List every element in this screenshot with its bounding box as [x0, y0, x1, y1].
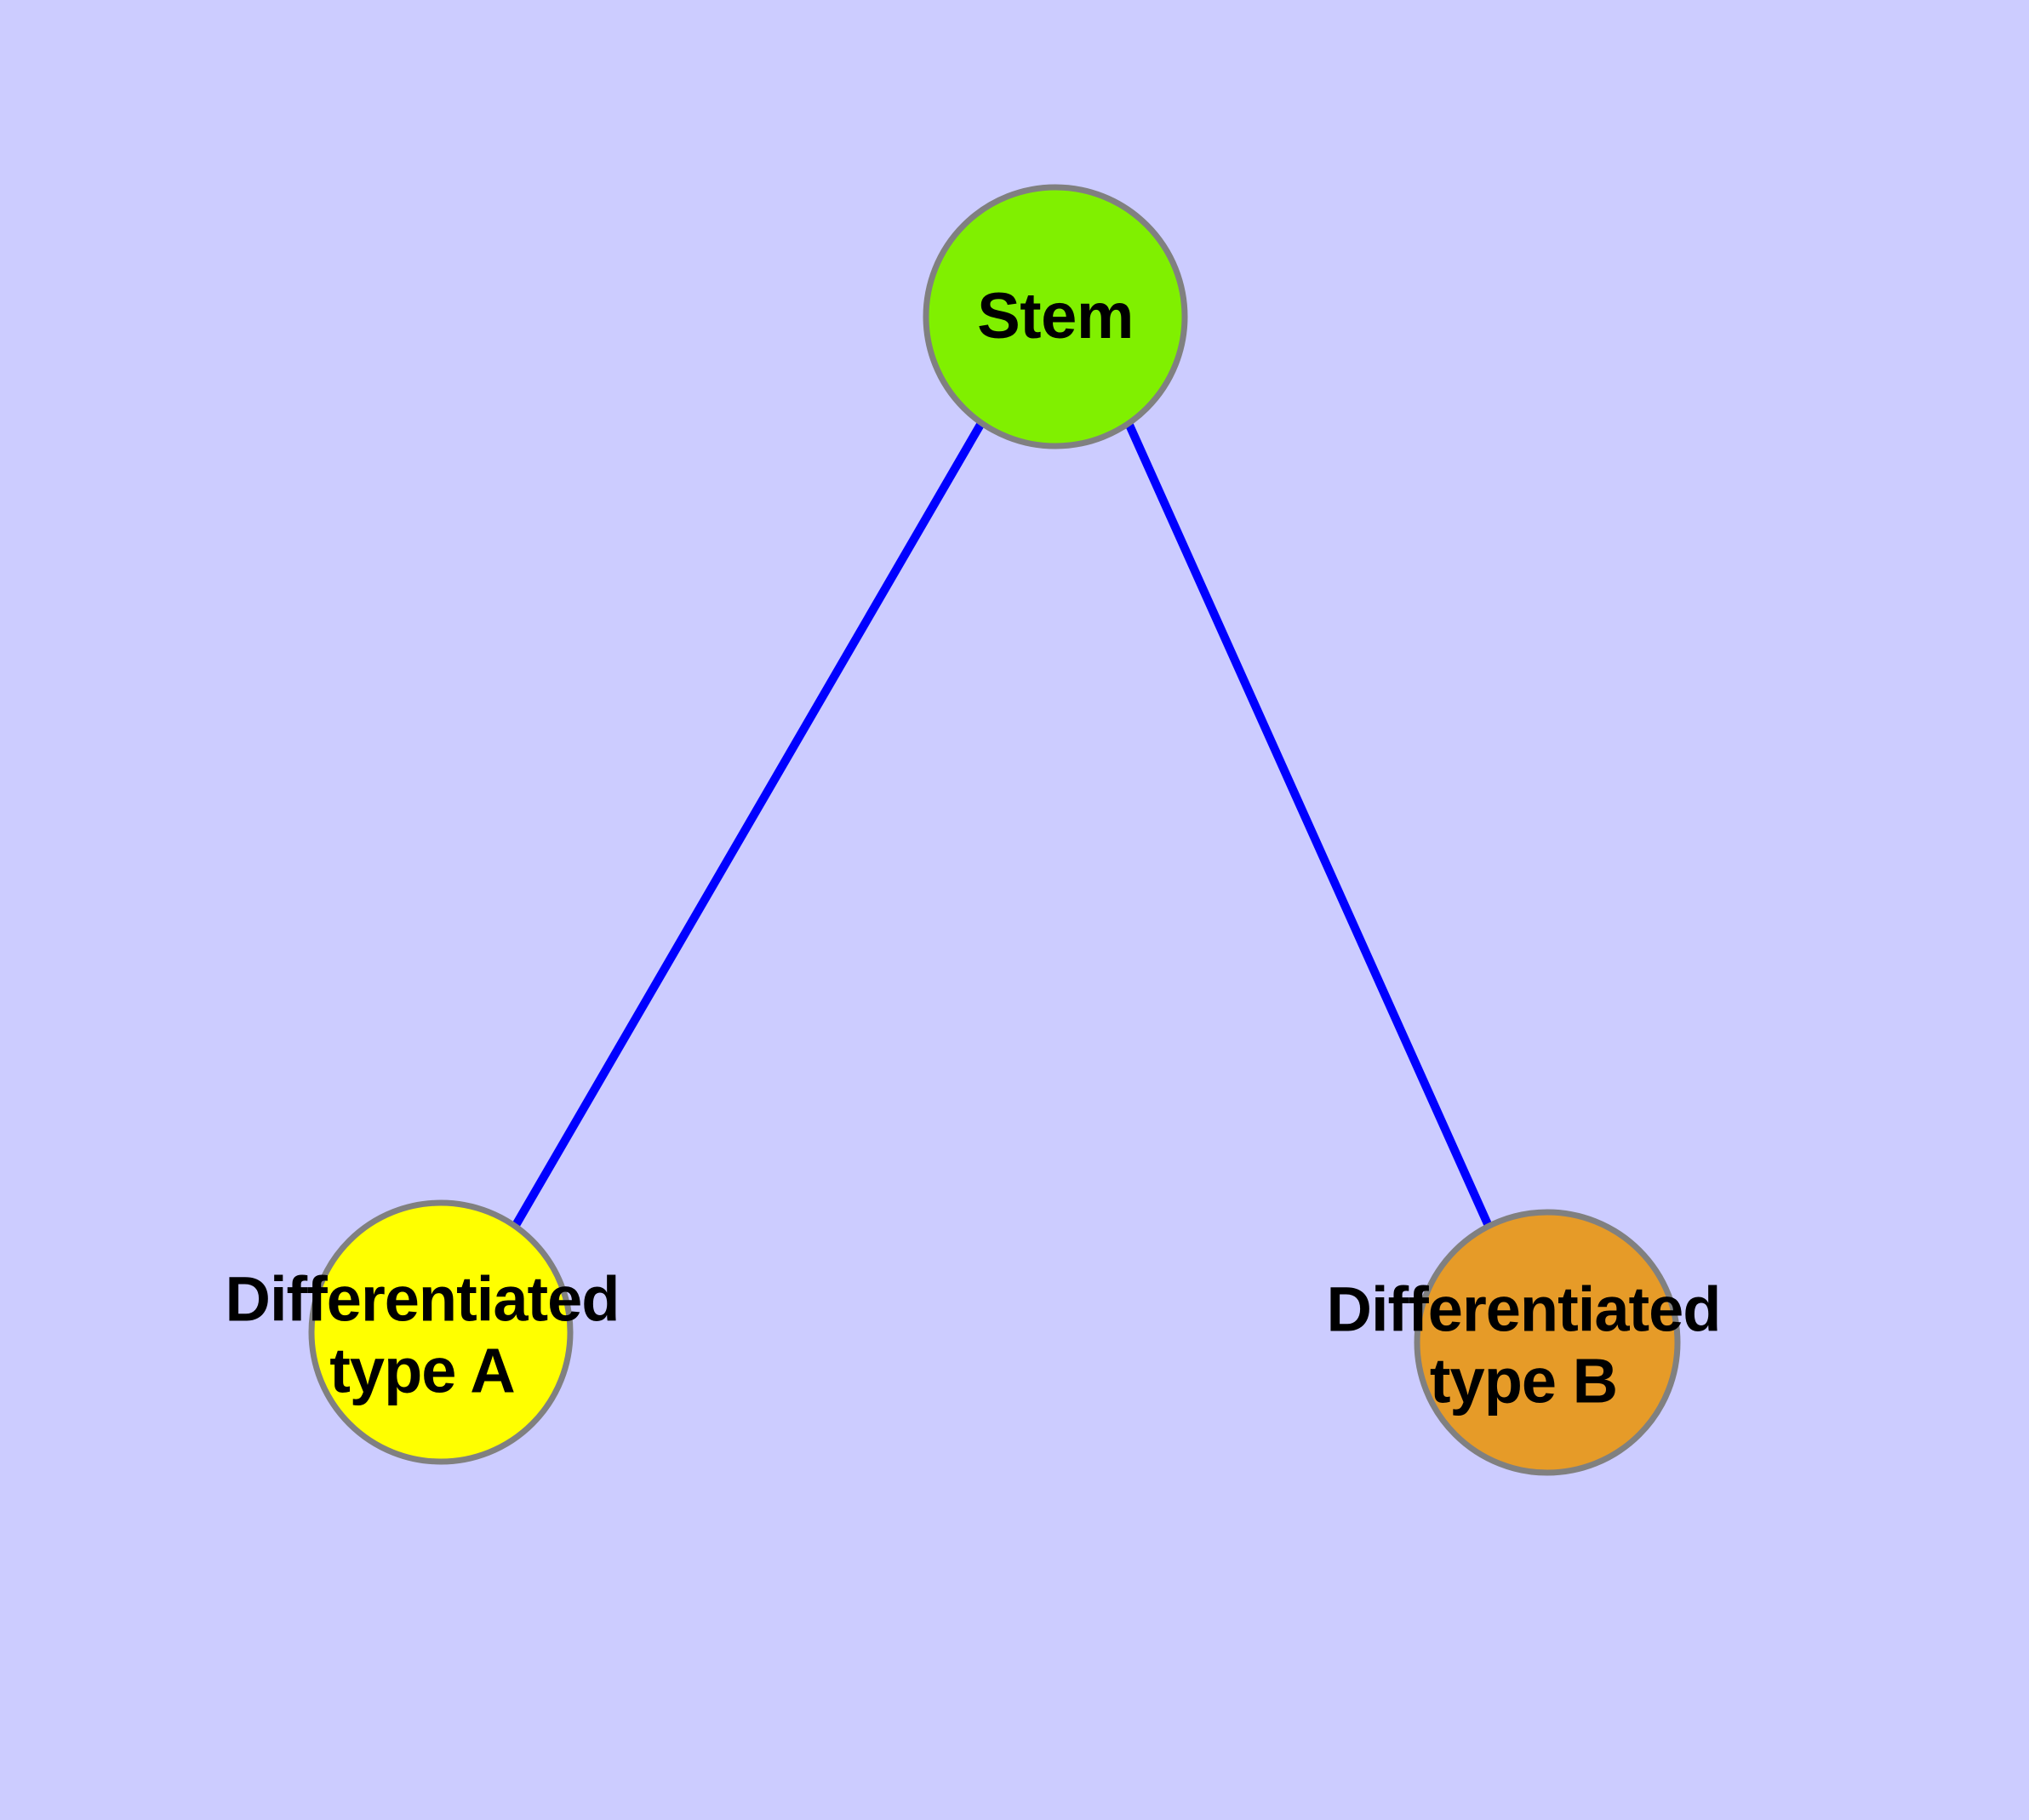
node-diff-b[interactable] — [1414, 1209, 1681, 1476]
edge-stem-to-diff-a[interactable] — [511, 421, 986, 1229]
node-layer — [308, 184, 1681, 1476]
node-diff-a[interactable] — [308, 1199, 574, 1465]
edge-stem-to-diff-b[interactable] — [1124, 421, 1492, 1227]
node-stem[interactable] — [923, 184, 1188, 449]
edge-layer — [511, 421, 1492, 1229]
